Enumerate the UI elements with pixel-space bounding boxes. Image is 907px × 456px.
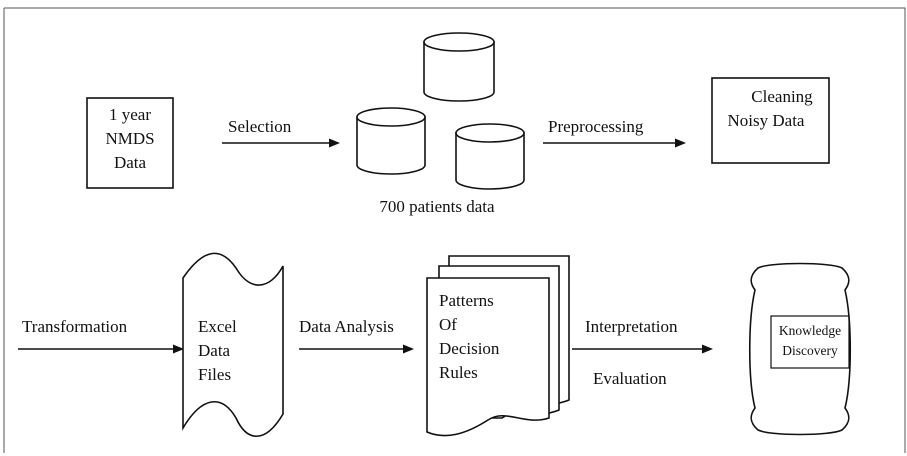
patterns-line-3: Decision: [439, 339, 500, 358]
knowledge-discovery-node: Knowledge Discovery: [748, 262, 852, 436]
document-front: [426, 277, 550, 437]
database-cylinder-top: [423, 32, 495, 102]
patients-caption: 700 patients data: [379, 197, 495, 216]
transformation-edge: Transformation: [18, 317, 184, 354]
excel-line-2: Data: [198, 341, 231, 360]
nmds-line-1: 1 year: [109, 105, 151, 124]
evaluation-label: Evaluation: [593, 369, 667, 388]
database-cylinder-right: [455, 123, 525, 190]
database-cylinder-left: [356, 107, 426, 175]
selection-edge: Selection: [222, 117, 340, 148]
excel-line-1: Excel: [198, 317, 237, 336]
knowledge-line-1: Knowledge: [779, 323, 841, 338]
patterns-node: Patterns Of Decision Rules: [426, 255, 570, 437]
patterns-line-4: Rules: [439, 363, 478, 382]
knowledge-inner-box: [770, 315, 850, 369]
nmds-data-node: 1 year NMDS Data: [86, 97, 174, 189]
preprocessing-edge: Preprocessing: [543, 117, 686, 148]
nmds-line-3: Data: [114, 153, 147, 172]
preprocessing-label: Preprocessing: [548, 117, 644, 136]
cleaning-node: Cleaning Noisy Data: [711, 77, 830, 164]
excel-data-files-node: Excel Data Files: [182, 252, 284, 437]
figure-frame: [3, 7, 906, 453]
excel-line-3: Files: [198, 365, 231, 384]
cleaning-line-1: Cleaning: [751, 87, 813, 106]
interpretation-label: Interpretation: [585, 317, 678, 336]
patients-database-node: 700 patients data: [356, 32, 525, 216]
transformation-label: Transformation: [22, 317, 128, 336]
data-analysis-label: Data Analysis: [299, 317, 394, 336]
patterns-line-2: Of: [439, 315, 457, 334]
interpretation-edge: Interpretation Evaluation: [572, 317, 713, 388]
cleaning-line-2: Noisy Data: [728, 111, 805, 130]
knowledge-outer-shape: [748, 262, 852, 436]
patterns-line-1: Patterns: [439, 291, 494, 310]
knowledge-line-2: Discovery: [782, 343, 838, 358]
selection-label: Selection: [228, 117, 292, 136]
data-analysis-edge: Data Analysis: [299, 317, 414, 354]
nmds-line-2: NMDS: [105, 129, 154, 148]
